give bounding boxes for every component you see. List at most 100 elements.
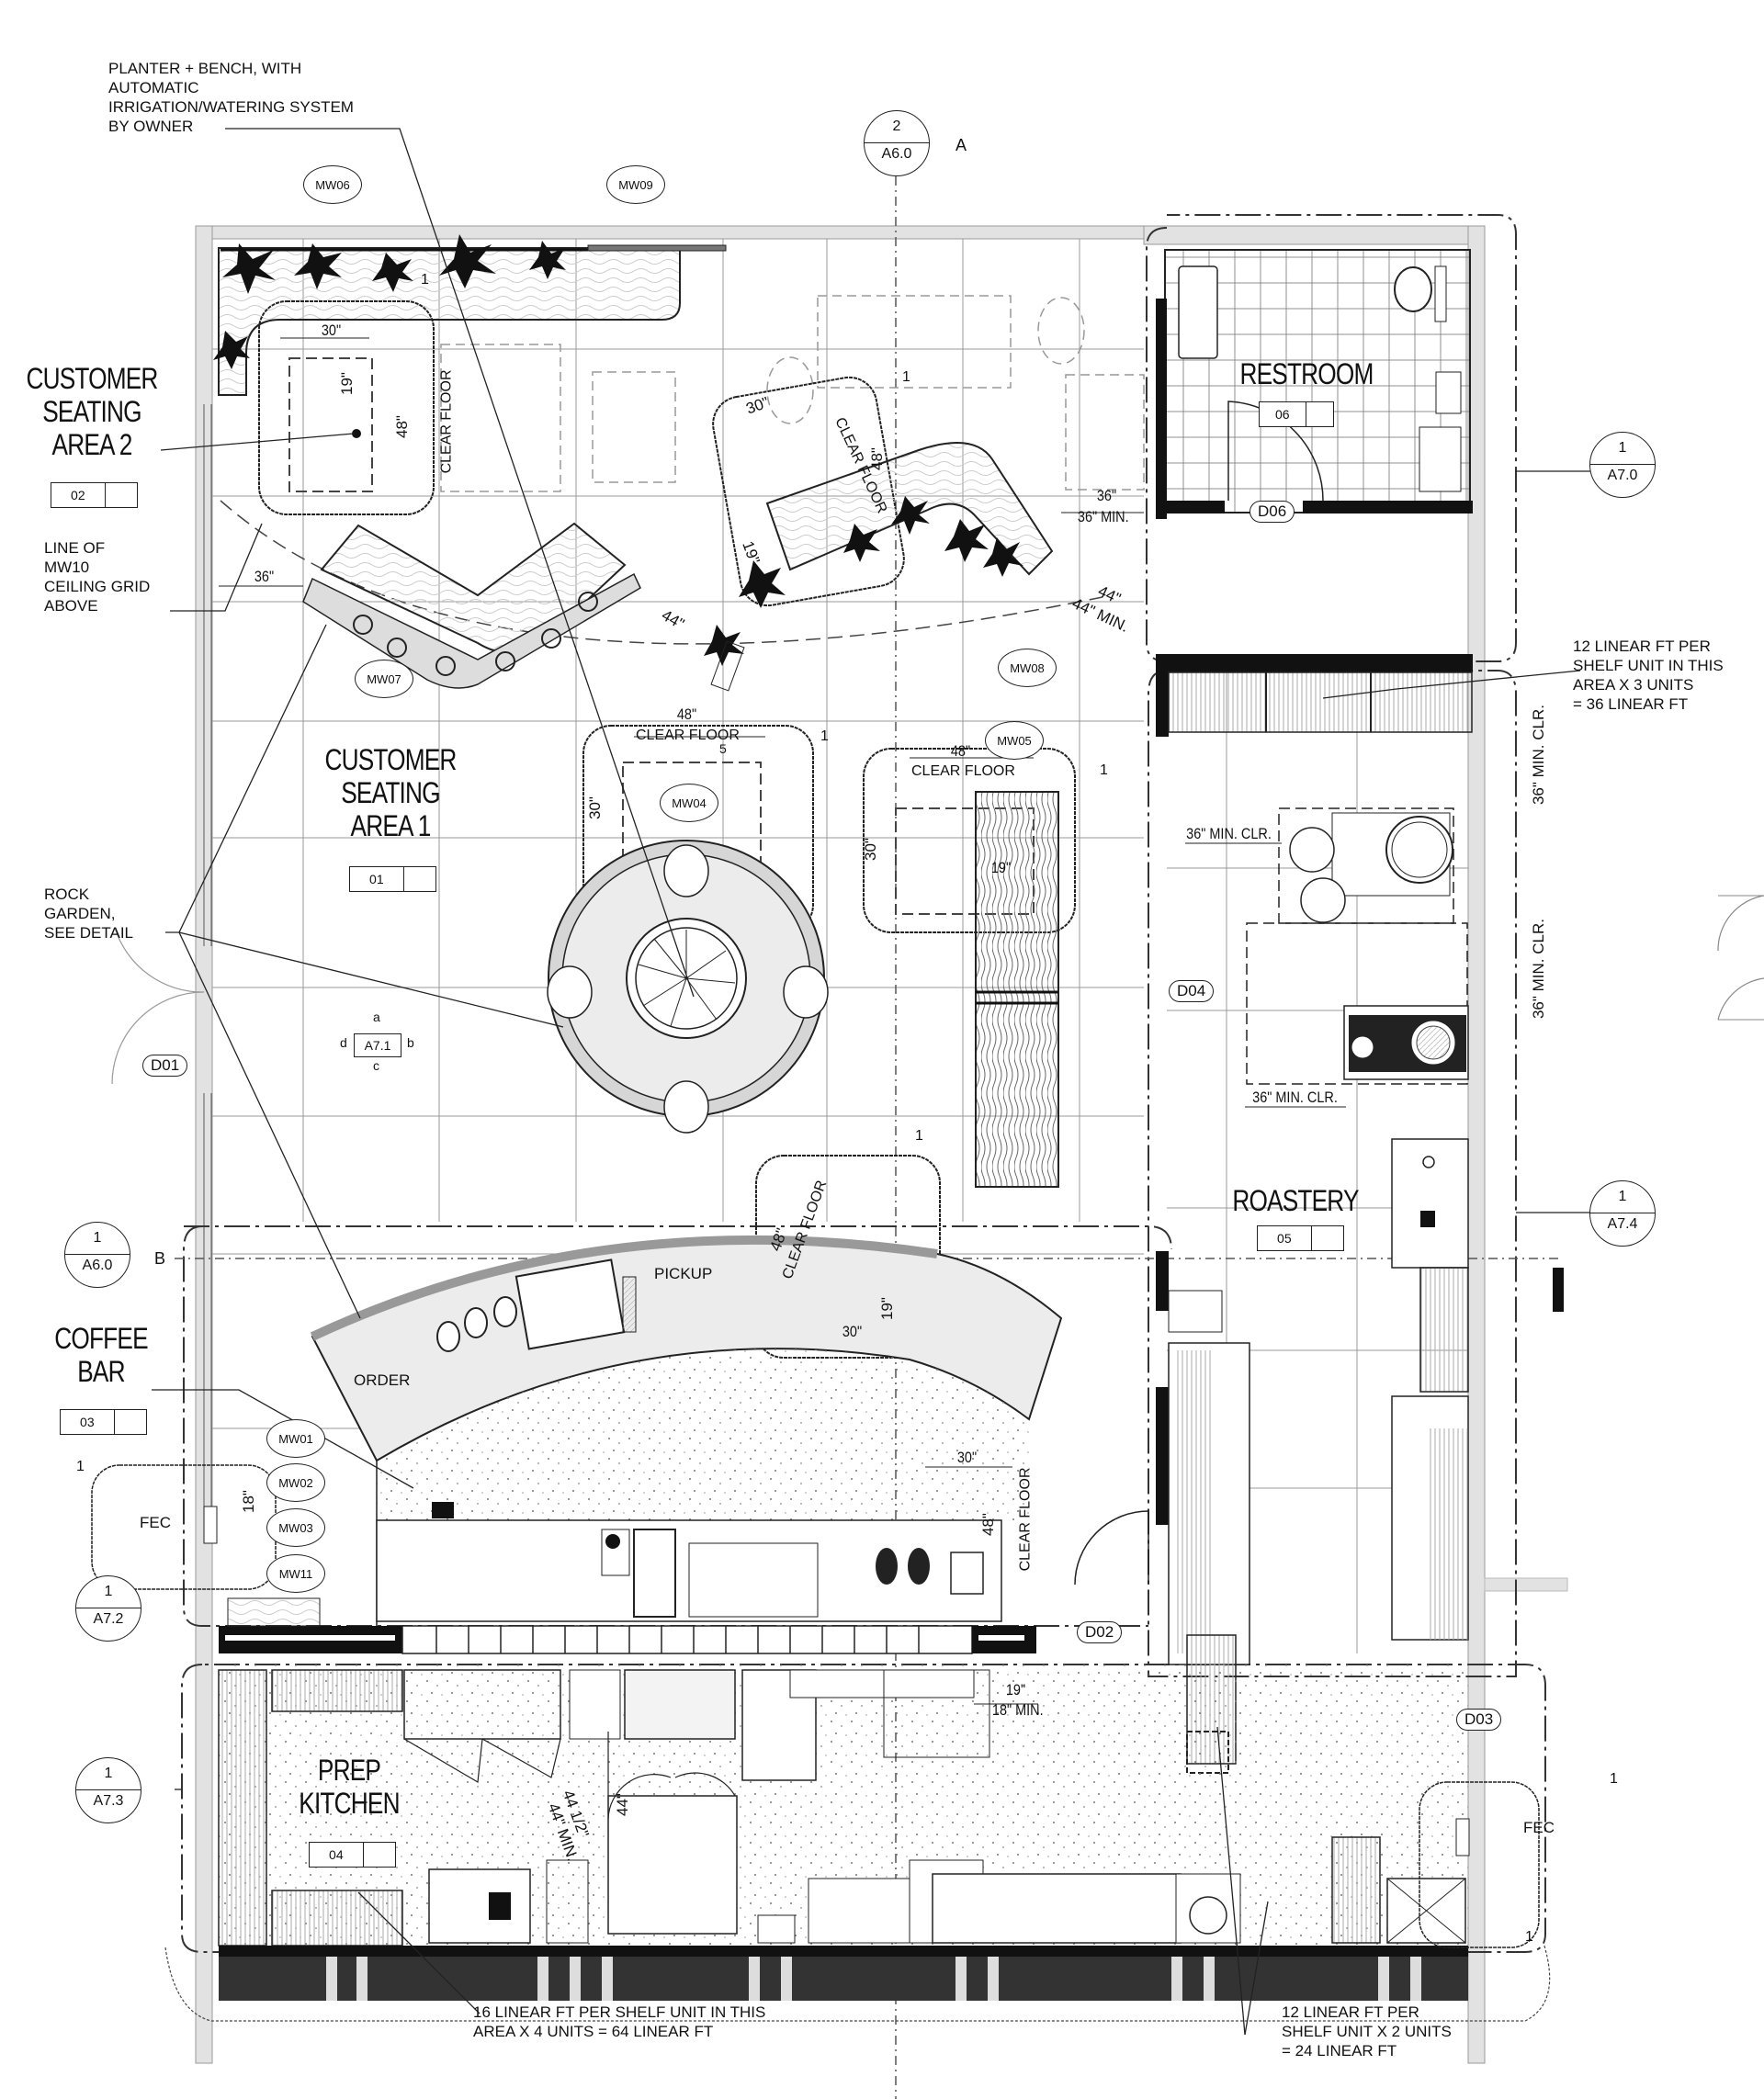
dim-18: 18" [239, 1490, 257, 1513]
dim-18-min: 18" MIN. [991, 1701, 1044, 1719]
revision-delta: 1 [820, 728, 829, 744]
bar-kitchen-wall [219, 1597, 1036, 1654]
clear-floor-label: CLEAR FLOOR [1017, 1467, 1034, 1572]
room-title-restroom: RESTROOM [1239, 357, 1374, 390]
revision-delta: 1 [902, 369, 910, 385]
west-storefront [203, 404, 212, 1507]
room-tag-03[interactable]: 03 [60, 1409, 147, 1435]
fec-label-west: FEC [140, 1514, 171, 1531]
dim-30: 30" [956, 1449, 978, 1466]
room-tag-06[interactable]: 06 [1259, 401, 1334, 427]
door-tag-d03[interactable]: D03 [1456, 1709, 1502, 1731]
dim-48: 48" [392, 415, 411, 438]
material-tag-mw09[interactable]: MW09 [606, 165, 665, 204]
room-title-roastery: ROASTERY [1232, 1184, 1359, 1217]
material-tag-mw03[interactable]: MW03 [266, 1508, 325, 1547]
dim-36: 36" [254, 568, 275, 585]
restroom [1156, 249, 1473, 519]
door-swing-d02 [1074, 1510, 1149, 1586]
room-tag-01[interactable]: 01 [349, 866, 436, 892]
clear-floor-label: CLEAR FLOOR [438, 369, 455, 474]
back-counter [376, 1502, 1002, 1622]
roastery-shelves-note: 12 LINEAR FT PER SHELF UNIT IN THIS AREA… [1573, 638, 1724, 713]
ceiling-grid-note: LINE OF MW10 CEILING GRID ABOVE [44, 539, 151, 615]
clear-floor-label: CLEAR FLOOR [636, 728, 740, 743]
v-planter-bench-mw07 [302, 522, 641, 689]
door-tag-d06[interactable]: D06 [1250, 501, 1295, 523]
revision-delta: 1 [76, 1459, 85, 1474]
existing-furniture-dashed [440, 295, 1145, 492]
order-label: ORDER [354, 1371, 411, 1389]
fec-cloud-east [1419, 1781, 1540, 1948]
door-tag-d02[interactable]: D02 [1077, 1621, 1123, 1643]
room-title-seating-2: CUSTOMER SEATING AREA 2 [26, 362, 158, 461]
dim-19: 19" [1005, 1681, 1026, 1698]
dim-48: 48" [950, 742, 971, 760]
clear-floor-label: CLEAR FLOOR [911, 763, 1015, 779]
dim-36-min: 36" MIN. [1077, 508, 1129, 525]
section-dir-b: B [154, 1249, 166, 1268]
ceiling-grid-arc [220, 500, 1103, 645]
room-tag-02[interactable]: 02 [51, 482, 138, 508]
dim-30: 30" [585, 796, 604, 819]
planter-note: PLANTER + BENCH, WITH AUTOMATIC IRRIGATI… [108, 60, 354, 135]
area-boundaries [181, 214, 1546, 1953]
rock-garden-note: ROCK GARDEN, SEE DETAIL [44, 886, 133, 942]
dim-19: 19" [877, 1297, 896, 1320]
material-tag-mw01[interactable]: MW01 [266, 1419, 325, 1458]
dim-36-clr: 36" MIN. CLR. [1252, 1089, 1338, 1106]
curved-planter-bench-mw08 [704, 376, 1054, 692]
dim-19: 19" [990, 859, 1012, 876]
north-planter-bench [213, 234, 727, 396]
communal-table-mw05 [863, 748, 1076, 1188]
rock-garden [547, 840, 829, 1134]
material-tag-mw06[interactable]: MW06 [303, 165, 362, 204]
room-title-prep-kitchen: PREP KITCHEN [299, 1754, 400, 1820]
dim-48: 48" [978, 1513, 997, 1536]
dim-36-clr: 36" MIN. CLR. [1186, 825, 1272, 842]
section-dir-a: A [956, 136, 967, 154]
prep-kitchen [218, 1665, 1468, 1963]
coffee-bar-floor [377, 1349, 1029, 1520]
coffee-bar-counter [310, 1235, 1063, 1462]
interior-elevation-a7-1[interactable]: A7.1 [354, 1033, 401, 1057]
dim-30: 30" [321, 322, 342, 339]
elev-d: d [340, 1035, 347, 1050]
dim-48: 48" [676, 705, 697, 723]
material-tag-mw04[interactable]: MW04 [660, 784, 718, 822]
clear-floor-area-2 [258, 300, 435, 515]
material-tag-mw05[interactable]: MW05 [985, 721, 1044, 760]
door-swing-d01 [111, 927, 205, 1085]
revision-delta: 1 [915, 1128, 923, 1144]
material-tag-mw11[interactable]: MW11 [266, 1554, 325, 1593]
dim-48: 48" [867, 447, 886, 470]
room-title-coffee-bar: COFFEE BAR [54, 1322, 148, 1388]
elev-a: a [373, 1010, 380, 1024]
material-tag-mw08[interactable]: MW08 [998, 649, 1057, 687]
door-tag-d04[interactable]: D04 [1169, 980, 1215, 1002]
room-title-seating-1: CUSTOMER SEATING AREA 1 [324, 743, 457, 842]
fec-label-east: FEC [1523, 1819, 1555, 1836]
revision-delta: 1 [1100, 762, 1108, 778]
clear-floor-5: 5 [719, 741, 727, 756]
material-tag-mw02[interactable]: MW02 [266, 1463, 325, 1502]
revision-delta: 1 [421, 272, 429, 288]
elev-c: c [373, 1058, 379, 1073]
dim-36-clr: 36" MIN. CLR. [1529, 919, 1547, 1020]
room-tag-05[interactable]: 05 [1257, 1225, 1344, 1251]
dim-36-clr: 36" MIN. CLR. [1529, 705, 1547, 806]
material-tag-mw07[interactable]: MW07 [355, 660, 413, 698]
south-wall [164, 1942, 1551, 2022]
revision-delta: 1 [1610, 1771, 1618, 1787]
door-tag-d01[interactable]: D01 [142, 1055, 188, 1077]
room-tag-04[interactable]: 04 [309, 1842, 396, 1868]
pickup-label: PICKUP [654, 1265, 713, 1282]
roastery [1156, 654, 1764, 1774]
